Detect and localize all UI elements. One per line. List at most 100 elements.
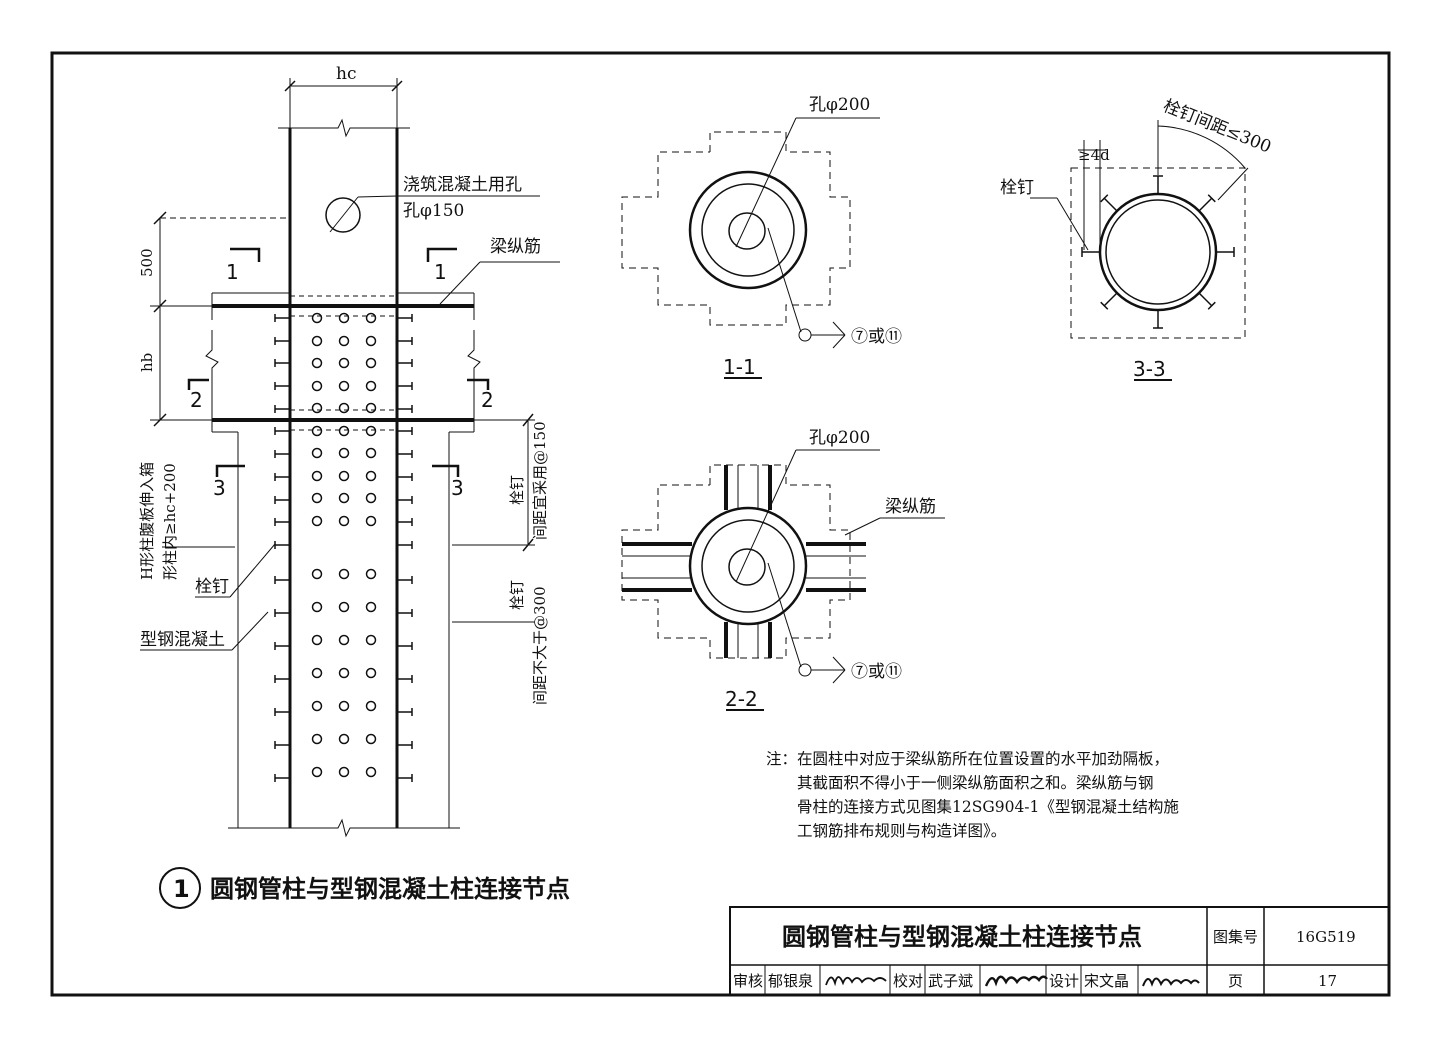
hole	[365, 733, 377, 745]
section-3-3-stud-label: 栓钉	[1000, 178, 1034, 198]
page-value: 17	[1318, 972, 1337, 990]
check-name: 武子斌	[928, 972, 973, 990]
section-3-3-label: 3-3	[1133, 357, 1166, 381]
dim-hb: hb	[138, 353, 156, 372]
hole	[365, 515, 377, 527]
main-detail	[140, 78, 560, 838]
hole	[338, 700, 350, 712]
hole	[338, 601, 350, 613]
stud-spacing-1a: 栓钉	[508, 475, 526, 505]
stud-head	[1100, 301, 1109, 310]
design-name: 宋文晶	[1084, 972, 1129, 990]
hole	[338, 568, 350, 580]
stud	[1198, 292, 1213, 307]
section-mark-1-right: 1	[434, 260, 447, 284]
hole	[365, 568, 377, 580]
web-extension-label-2: 形柱内≥hc+200	[161, 463, 179, 580]
hole	[338, 357, 350, 369]
dim-500: 500	[138, 248, 156, 277]
hole	[338, 335, 350, 347]
hole	[365, 634, 377, 646]
hole	[365, 766, 377, 778]
signature-design	[1142, 977, 1200, 987]
hole	[311, 425, 323, 437]
hole	[311, 380, 323, 392]
sheet-border	[50, 51, 1391, 997]
hole	[311, 470, 323, 482]
atlas-label: 图集号	[1213, 928, 1258, 946]
hole	[338, 492, 350, 504]
note-line-1: 注：在圆柱中对应于梁纵筋所在位置设置的水平加劲隔板，	[766, 749, 1169, 768]
hole	[311, 447, 323, 459]
stud-head	[1100, 194, 1109, 203]
hole	[365, 700, 377, 712]
section-1-1-hole-label: 孔φ200	[809, 95, 870, 115]
hole	[365, 447, 377, 459]
hole	[338, 402, 350, 414]
hole	[338, 312, 350, 324]
hole	[311, 402, 323, 414]
section-mark-3-right: 3	[451, 476, 464, 500]
hole	[311, 601, 323, 613]
section-mark-1-left: 1	[226, 260, 239, 284]
hole	[338, 667, 350, 679]
hole	[365, 601, 377, 613]
check-label: 校对	[893, 972, 923, 990]
hole	[311, 766, 323, 778]
section-mark-2-right: 2	[481, 388, 494, 412]
hole	[311, 733, 323, 745]
hole	[311, 568, 323, 580]
hole	[365, 470, 377, 482]
page-label: 页	[1228, 972, 1243, 990]
section-1-1-weld-ref: ⑦或⑪	[851, 327, 902, 347]
web-extension-label-1: H形柱腹板伸入箱	[138, 462, 156, 580]
section-2-2-weld-ref: ⑦或⑪	[851, 662, 902, 682]
title-block	[729, 906, 1390, 996]
hole	[365, 492, 377, 504]
pour-hole-label-1: 浇筑混凝土用孔	[403, 175, 522, 195]
dim-hc: hc	[336, 64, 356, 84]
stud	[1103, 197, 1118, 212]
hole	[365, 402, 377, 414]
section-3-3	[1030, 120, 1249, 381]
stud	[1103, 292, 1118, 307]
signature-check	[984, 975, 1048, 987]
hole	[338, 733, 350, 745]
section-2-2	[621, 449, 945, 711]
detail-caption: 圆钢管柱与型钢混凝土柱连接节点	[210, 875, 570, 903]
hole	[311, 312, 323, 324]
hole	[365, 380, 377, 392]
hole	[311, 492, 323, 504]
section-mark-2-left: 2	[190, 388, 203, 412]
detail-number-circle	[159, 867, 201, 909]
hole	[365, 312, 377, 324]
stud-group	[274, 312, 413, 782]
note-line-4: 工钢筋排布规则与构造详图》。	[797, 822, 1006, 840]
section-2-2-beam-rebar: 梁纵筋	[885, 497, 936, 517]
stud-head	[1207, 194, 1216, 203]
note-line-2: 其截面积不得小于一侧梁纵筋面积之和。梁纵筋与钢	[797, 774, 1154, 792]
hole	[365, 335, 377, 347]
hole	[365, 357, 377, 369]
signature-review	[825, 976, 887, 987]
hole	[311, 700, 323, 712]
hole	[338, 447, 350, 459]
section-2-2-hole-label: 孔φ200	[809, 428, 870, 448]
section-2-2-label: 2-2	[725, 687, 758, 711]
section-3-3-min-dist: ≥4d	[1078, 146, 1110, 164]
hole	[338, 515, 350, 527]
review-name: 郁银泉	[768, 972, 813, 990]
hole	[338, 425, 350, 437]
beam-rebar-label: 梁纵筋	[490, 237, 541, 257]
pour-hole-label-2: 孔φ150	[403, 201, 464, 221]
hole	[338, 766, 350, 778]
hole	[338, 380, 350, 392]
review-label: 审核	[733, 972, 763, 990]
atlas-value: 16G519	[1296, 928, 1356, 946]
pour-hole	[325, 197, 361, 233]
stud-spacing-2b: 间距不大于@300	[531, 586, 549, 705]
detail-number: 1	[173, 875, 190, 903]
hole	[338, 634, 350, 646]
title-block-title: 圆钢管柱与型钢混凝土柱连接节点	[782, 923, 1142, 951]
